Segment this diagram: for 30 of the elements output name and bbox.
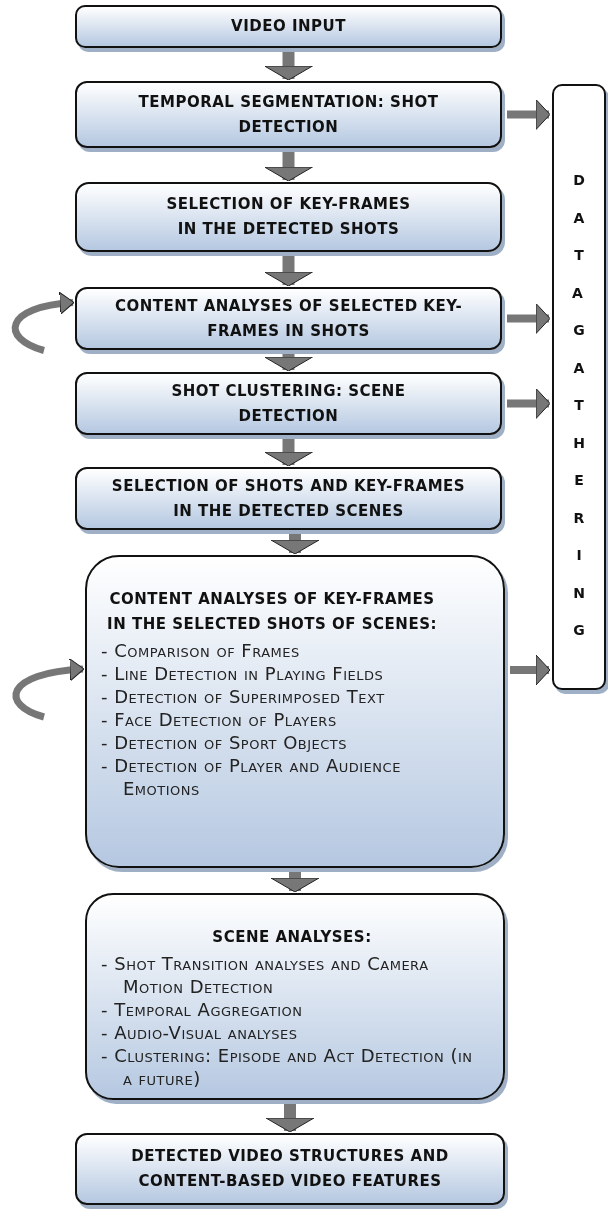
arrow bbox=[12, 658, 85, 721]
list-item: - Detection of Sport Objects bbox=[101, 731, 349, 754]
arrow bbox=[265, 1104, 315, 1133]
arrow bbox=[264, 256, 313, 287]
box-heading: DETECTED VIDEO STRUCTURES AND CONTENT-BASED VIDEO FEATURES bbox=[130, 1146, 450, 1192]
list-item: - Comparison of Frames bbox=[101, 639, 301, 662]
box-heading: SHOT CLUSTERING: SCENE DETECTION bbox=[170, 380, 407, 427]
arrow bbox=[270, 872, 320, 893]
box-heading: SELECTION OF SHOTS AND KEY-FRAMES IN THE DETECTED SCENES bbox=[110, 475, 467, 522]
list-item: - Audio-Visual analyses bbox=[101, 1021, 299, 1044]
box-heading: TEMPORAL SEGMENTATION: SHOT DETECTION bbox=[137, 91, 440, 138]
list-item: - Line Detection in Playing Fields bbox=[101, 662, 385, 685]
list-item: - Detection of Superimposed Text bbox=[101, 685, 386, 708]
list-item: - Detection of Player and Audience Emotions bbox=[101, 754, 402, 800]
box-heading: VIDEO INPUT bbox=[231, 16, 346, 37]
box-heading: CONTENT ANALYSES OF KEY-FRAMES IN THE SELECTED SHOTS OF SCENES: bbox=[106, 589, 438, 635]
box-heading: SCENE ANALYSES: bbox=[212, 927, 372, 948]
vertical-label: DATA GATHERING bbox=[572, 171, 586, 640]
list-item: - Temporal Aggregation bbox=[101, 998, 304, 1021]
box-heading: CONTENT ANALYSES OF SELECTED KEY-FRAMES IN SHOTS bbox=[113, 295, 464, 342]
arrow bbox=[270, 534, 320, 555]
arrow bbox=[264, 354, 313, 372]
arrow bbox=[264, 152, 313, 182]
arrow bbox=[264, 52, 313, 81]
list-item: - Shot Transition analyses and Camera Motion Detection bbox=[101, 952, 430, 998]
arrow bbox=[11, 292, 75, 354]
list-item: - Face Detection of Players bbox=[101, 708, 338, 731]
box-heading: SELECTION OF KEY-FRAMES IN THE DETECTED SHOTS bbox=[165, 194, 412, 240]
arrow bbox=[264, 439, 313, 467]
list-item: - Clustering: Episode and Act Detection (in a future) bbox=[101, 1044, 474, 1090]
